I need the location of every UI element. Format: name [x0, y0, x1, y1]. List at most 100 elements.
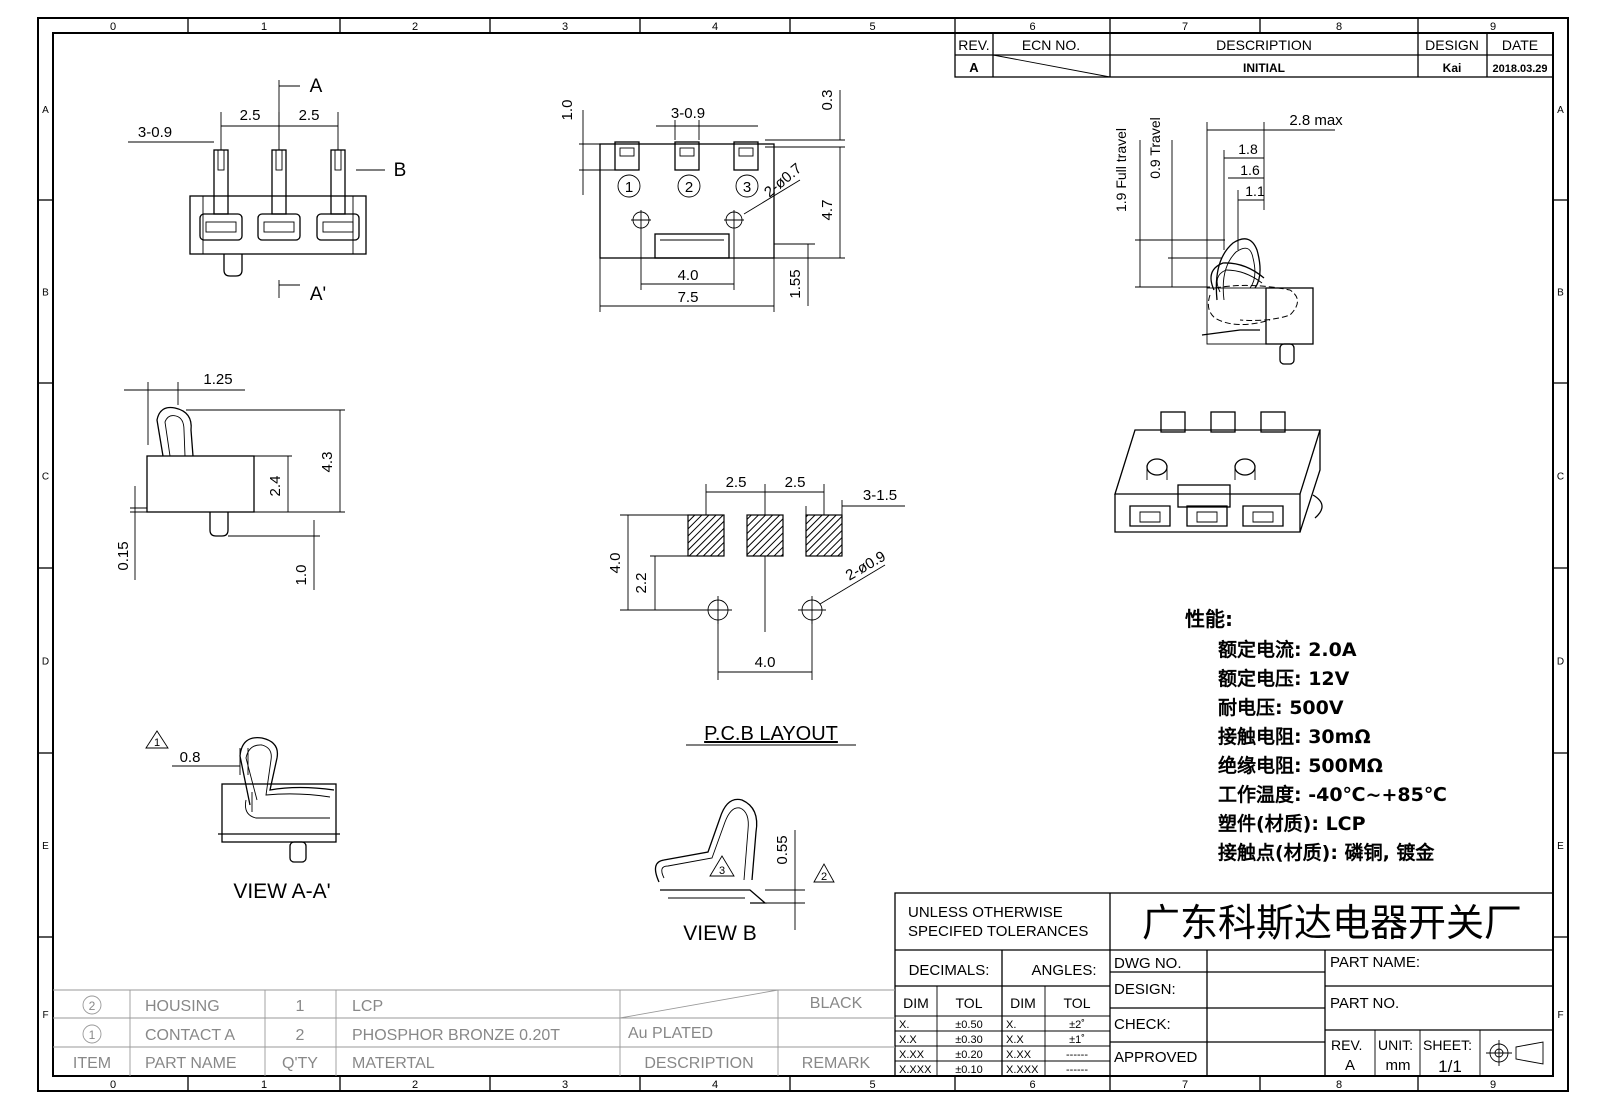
- zone-col-label: 9: [1490, 1079, 1496, 1091]
- tol-dim: X.X: [899, 1034, 917, 1046]
- performance-item: 额定电流: 2.0A: [1218, 638, 1357, 661]
- top-dim-2: 3-0.9: [671, 105, 705, 122]
- projection-symbol-icon: [1486, 1040, 1544, 1066]
- bom-item: 2: [89, 999, 96, 1013]
- left-dim-5: 1.0: [293, 565, 310, 586]
- sheet-value: 1/1: [1438, 1057, 1462, 1076]
- zone-row-label: C: [1557, 472, 1564, 483]
- bom-header-qty: Q'TY: [282, 1055, 318, 1072]
- view-b-flag-3: 3: [719, 865, 725, 877]
- tolerance-heading-2: SPECIFED TOLERANCES: [908, 923, 1088, 940]
- bom-material: LCP: [352, 998, 383, 1015]
- front-dim-pitch-right: 2.5: [299, 107, 320, 124]
- tol-value: ±0.30: [955, 1034, 982, 1046]
- zone-col-label: 2: [412, 1079, 418, 1091]
- angle-value: ------: [1066, 1049, 1088, 1061]
- zone-col-label: 3: [562, 1079, 568, 1091]
- tolerance-rows: X.±0.50X.X±0.30X.XX±0.20X.XXX±0.10X.±2˚X…: [899, 1019, 1088, 1076]
- zone-row-label: D: [42, 657, 49, 668]
- sheet-label: SHEET:: [1423, 1037, 1472, 1053]
- angle-dim: X.XXX: [1006, 1064, 1039, 1076]
- view-b-arrow-label: B: [394, 160, 407, 181]
- side-dim-3: 1.6: [1240, 162, 1260, 178]
- angle-dim: X.X: [1006, 1034, 1024, 1046]
- bom-material: PHOSPHOR BRONZE 0.20T: [352, 1027, 560, 1044]
- pcb-layout-title: P.C.B LAYOUT: [704, 723, 838, 745]
- top-dim-8: 1.55: [787, 269, 804, 298]
- bom-header-name: PART NAME: [145, 1055, 237, 1072]
- tol-dim: X.XXX: [899, 1064, 932, 1076]
- side-dim-5: 1.9 Full travel: [1113, 128, 1129, 212]
- performance-item: 塑件(材质): LCP: [1218, 812, 1366, 835]
- zone-col-label: 3: [562, 21, 568, 33]
- part-name-label: PART NAME:: [1330, 954, 1420, 971]
- section-dim-1: 0.8: [180, 749, 201, 766]
- view-b-dim-1: 0.55: [774, 835, 791, 864]
- zone-col-label: 0: [110, 21, 116, 33]
- pcb-dim-w: 4.0: [755, 654, 776, 671]
- zone-row-label: A: [1557, 105, 1564, 116]
- bom-item: 1: [89, 1028, 96, 1042]
- left-dim-1: 1.25: [203, 371, 232, 388]
- angle-value: ±1˚: [1069, 1034, 1085, 1046]
- performance-item: 额定电压: 12V: [1218, 667, 1350, 690]
- rev-label: REV.: [1331, 1037, 1362, 1053]
- side-dim-6: 0.9 Travel: [1147, 117, 1163, 178]
- circle-2-label: 2: [685, 179, 693, 196]
- bom-header-description: DESCRIPTION: [644, 1055, 753, 1072]
- performance-heading: 性能:: [1185, 607, 1233, 631]
- top-view: 1 2 3 1.0 3-0.9 0.3 2-ø0.7 4.7 4.0: [559, 90, 845, 312]
- ecn-header: ECN NO.: [1022, 37, 1080, 53]
- revision-block: REV. ECN NO. DESCRIPTION DESIGN DATE A I…: [954, 32, 1554, 78]
- top-dim-3: 0.3: [819, 90, 836, 111]
- zone-col-label: 9: [1490, 21, 1496, 33]
- zone-col-label: 2: [412, 21, 418, 33]
- tol-dim: X.: [899, 1019, 909, 1031]
- bom-header-item: ITEM: [73, 1055, 111, 1072]
- side-dim-1: 2.8 max: [1289, 112, 1343, 129]
- tol-label: TOL: [956, 995, 983, 1011]
- zone-row-label: E: [1557, 841, 1564, 852]
- inner-frame: [52, 32, 1554, 1077]
- zone-row-label: F: [42, 1010, 48, 1021]
- top-dim-5: 4.7: [819, 200, 836, 221]
- tol-dim: X.XX: [899, 1049, 925, 1061]
- zone-col-label: 4: [712, 1079, 718, 1091]
- front-dim-pitch-left: 2.5: [240, 107, 261, 124]
- zone-ticks: [38, 18, 1569, 1092]
- front-dim-pin-width: 3-0.9: [138, 124, 172, 141]
- side-view: 2.8 max 1.8 1.6 1.1 1.9 Full travel 0.9 …: [1113, 112, 1343, 365]
- view-b-flag-2: 2: [821, 871, 827, 883]
- performance-item: 工作温度: -40℃~+85℃: [1218, 783, 1447, 806]
- left-dim-2: 2.4: [267, 476, 284, 497]
- bom-header-material: MATERTAL: [352, 1055, 435, 1072]
- section-view-title: VIEW A-A': [233, 880, 330, 903]
- bom-remark: BLACK: [810, 995, 863, 1012]
- bom-item-circle: [82, 995, 102, 1015]
- title-block: UNLESS OTHERWISE SPECIFED TOLERANCES 广东科…: [894, 892, 1554, 1077]
- tol-value: ±0.20: [955, 1049, 982, 1061]
- zone-col-label: 5: [869, 21, 875, 33]
- bom-qty: 1: [296, 998, 305, 1015]
- angle-dim: X.XX: [1006, 1049, 1032, 1061]
- zone-row-label: B: [42, 288, 49, 299]
- pcb-pad-3: [805, 514, 843, 557]
- description-value: INITIAL: [1243, 61, 1285, 75]
- approved-label: APPROVED: [1114, 1049, 1198, 1066]
- bom-part-name: HOUSING: [145, 998, 220, 1015]
- pcb-pad-2: [746, 514, 784, 557]
- design-header: DESIGN: [1425, 37, 1479, 53]
- zone-col-label: 7: [1182, 1079, 1188, 1091]
- circle-3-label: 3: [743, 179, 751, 196]
- tol-value: ±0.10: [955, 1064, 982, 1076]
- zone-row-label: C: [42, 472, 49, 483]
- zone-row-label: B: [1557, 288, 1564, 299]
- angle-dim-label: DIM: [1010, 995, 1036, 1011]
- circle-1-label: 1: [625, 179, 633, 196]
- pcb-dim-hole: 2-ø0.9: [843, 548, 889, 584]
- section-view: 1 0.8 VIEW A-A': [145, 730, 340, 903]
- angle-value: ------: [1066, 1064, 1088, 1076]
- zone-row-label: A: [42, 105, 49, 116]
